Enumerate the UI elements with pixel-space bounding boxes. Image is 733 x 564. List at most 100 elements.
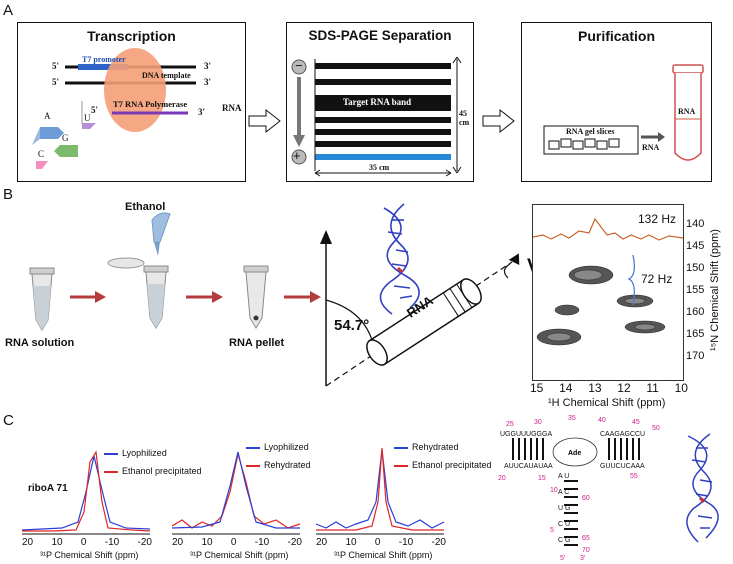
- tube-ethanol: [107, 212, 171, 329]
- nt-number: 10: [550, 487, 558, 494]
- nt-number: 65: [582, 535, 590, 542]
- nt-number: 55: [630, 473, 638, 480]
- spectrum-y-label: ¹⁵N Chemical Shift (ppm): [709, 229, 721, 351]
- magic-angle-label: 54.7°: [334, 317, 370, 334]
- nt-g-label: G: [62, 133, 69, 143]
- rna-product-label: RNA: [222, 103, 242, 113]
- tube-rna-pellet: [243, 265, 269, 329]
- nt-a-label: A: [44, 111, 51, 121]
- p31-xlabel-3: ³¹P Chemical Shift (ppm): [334, 550, 433, 560]
- purification-title: Purification: [577, 28, 655, 44]
- ethanol-label: Ethanol: [125, 201, 166, 213]
- tube-rna-solution: [29, 267, 55, 331]
- p31-xlabel-2: ³¹P Chemical Shift (ppm): [190, 550, 289, 560]
- svg-text:C U: C U: [558, 521, 570, 528]
- svg-text:UGGUUUGGGA: UGGUUUGGGA: [500, 431, 552, 438]
- process-arrow-2: [482, 108, 515, 134]
- nt-number: 70: [582, 547, 590, 554]
- svg-text:U G: U G: [558, 505, 570, 512]
- sample-name-label: riboA 71: [28, 483, 68, 494]
- rna-three-prime: 3': [198, 107, 206, 117]
- p31-spectrum-3: [315, 442, 446, 536]
- slice-rna-label: RNA: [642, 143, 660, 152]
- hz72-label: 72 Hz: [641, 272, 673, 286]
- gel-diagram: [291, 56, 462, 177]
- p31-xlabel-1: ³¹P Chemical Shift (ppm): [40, 550, 139, 560]
- anode-plus: +: [293, 148, 301, 163]
- legend-2-red: Rehydrated: [246, 460, 311, 470]
- sample-prep-diagram: [29, 203, 520, 387]
- svg-text:AUUCAUAUAA: AUUCAUAUAA: [504, 463, 553, 470]
- purification-diagram: [543, 64, 704, 161]
- svg-text:C G: C G: [558, 537, 570, 544]
- transcription-diagram: [32, 48, 196, 169]
- rna-solution-label: RNA solution: [5, 337, 75, 349]
- svg-text:GUUCUCAAA: GUUCUCAAA: [600, 463, 645, 470]
- t7-promoter-label: T7 promoter: [82, 55, 126, 64]
- p31-spectrum-1: [21, 442, 152, 536]
- y-tick: 165: [686, 328, 705, 340]
- nt-number: 3': [580, 555, 585, 562]
- y-tick: 170: [686, 350, 705, 362]
- riboswitch-secondary-structure: UGGUUUGGGA CAAGAGCCU AUUCAUAUAA GUUCUCAA…: [498, 415, 660, 562]
- gel-slices-label: RNA gel slices: [566, 127, 615, 136]
- nt-number: 15: [538, 475, 546, 482]
- x-tick: 15: [530, 381, 544, 395]
- legend-1-blue: Lyophilized: [104, 448, 167, 458]
- spectrum-1-plot: [21, 450, 151, 535]
- x-tick: 10: [674, 381, 688, 395]
- five-prime-top: 5': [52, 61, 60, 71]
- cathode-minus: −: [295, 58, 303, 73]
- legend-3-blue: Rehydrated: [394, 442, 459, 452]
- y-tick: 145: [686, 240, 705, 252]
- nt-c-label: C: [38, 149, 45, 159]
- transcription-box: Transcription 5' T7 promoter 3' DNA temp…: [17, 22, 246, 182]
- x-tick: 11: [646, 381, 659, 395]
- y-tick: 150: [686, 262, 705, 274]
- nt-number: 5: [550, 527, 554, 534]
- rna-pellet-label: RNA pellet: [229, 337, 285, 349]
- transcription-title: Transcription: [87, 28, 176, 44]
- ade-label: Ade: [568, 450, 581, 457]
- rna-helix-b: [379, 203, 420, 315]
- nt-number: 50: [652, 425, 660, 432]
- x-tick: 14: [559, 381, 573, 395]
- tube-rna-label: RNA: [678, 107, 696, 116]
- nt-number: 60: [582, 495, 590, 502]
- sds-page-box: SDS-PAGE Separation − + Target RNA band …: [286, 22, 474, 182]
- three-prime-mid: 3': [204, 77, 212, 87]
- panel-label-c: C: [3, 412, 14, 429]
- spectrum-x-label: ¹H Chemical Shift (ppm): [548, 397, 666, 409]
- nt-number: 30: [534, 419, 542, 426]
- panel-label-b: B: [3, 186, 14, 203]
- gel-height-label: 45 cm: [459, 109, 470, 127]
- legend-3-red: Ethanol precipitated: [394, 460, 492, 470]
- purification-box: Purification RNA gel slices RNA RNA: [521, 22, 712, 182]
- nt-number: 20: [498, 475, 506, 482]
- svg-text:CAAGAGCCU: CAAGAGCCU: [600, 431, 645, 438]
- hz132-label: 132 Hz: [638, 212, 677, 226]
- polymerase-label: T7 RNA Polymerase: [113, 99, 188, 109]
- nt-number: 25: [506, 421, 514, 428]
- y-tick: 155: [686, 284, 705, 296]
- spectrum-3-plot: [315, 447, 445, 535]
- dna-template-label: DNA template: [142, 71, 191, 80]
- rna-five-prime: 5': [91, 105, 99, 115]
- legend-1-red: Ethanol precipitated: [104, 466, 202, 476]
- rna-helix-c: [686, 433, 719, 543]
- x-tick: 12: [617, 381, 631, 395]
- target-band-label: Target RNA band: [343, 97, 412, 107]
- sds-page-title: SDS-PAGE Separation: [308, 28, 452, 43]
- spectrum-x-ticks: 15 14 13 12 11 10: [530, 381, 688, 395]
- nmr-2d-spectrum: [532, 204, 684, 381]
- five-prime-mid: 5': [52, 77, 60, 87]
- nt-u-label: U: [84, 113, 91, 123]
- spectrum-2-plot: [171, 451, 301, 535]
- nt-number: 45: [632, 419, 640, 426]
- svg-text:A C: A C: [558, 489, 569, 496]
- panel-label-a: A: [3, 2, 14, 19]
- spectrum-plot: [532, 217, 684, 346]
